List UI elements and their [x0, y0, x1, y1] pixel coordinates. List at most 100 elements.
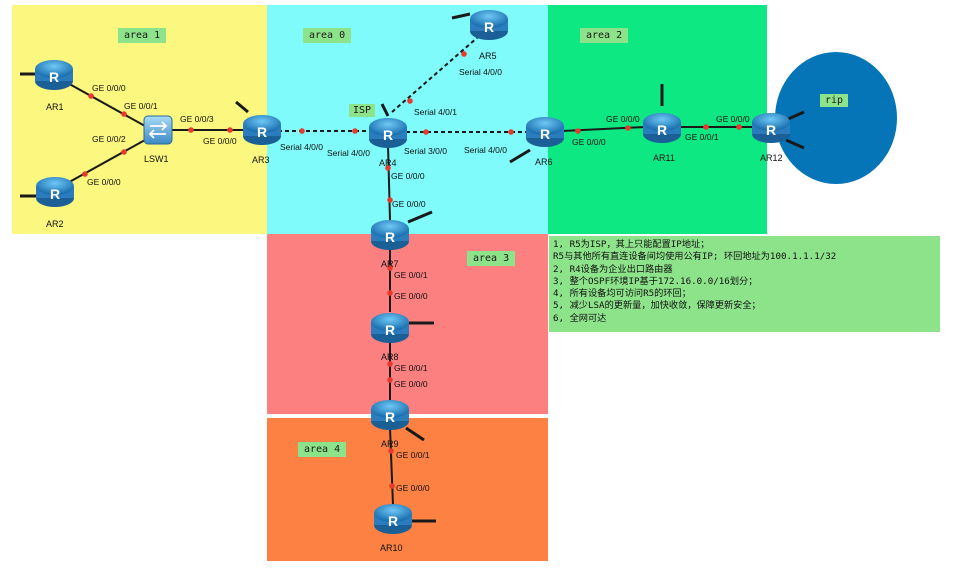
if-label: GE 0/0/0	[716, 114, 750, 124]
router-icon-ar4	[369, 118, 407, 148]
port-dot	[387, 377, 393, 383]
if-label: GE 0/0/1	[394, 363, 428, 373]
stub-ar12b	[785, 138, 805, 150]
area-1-label: area 1	[118, 28, 167, 43]
port-dot	[88, 93, 94, 99]
if-label: GE 0/0/0	[392, 199, 426, 209]
port-dot	[352, 128, 358, 134]
if-label: GE 0/0/0	[394, 291, 428, 301]
port-dot	[407, 98, 413, 104]
stub-ar4	[380, 103, 390, 117]
router-icon-ar5	[470, 10, 508, 40]
if-label: GE 0/0/2	[92, 134, 126, 144]
link-ar6-ar11	[561, 126, 646, 132]
stub-ar12a	[785, 110, 805, 122]
router-icon-ar9	[371, 400, 409, 430]
port-dot	[575, 128, 581, 134]
port-dot	[703, 124, 709, 130]
router-icon-ar10	[374, 504, 412, 534]
if-label: Serial 4/0/0	[327, 148, 370, 158]
note-line: 4, 所有设备均可访问R5的环回；	[553, 288, 691, 300]
if-label: Serial 4/0/0	[280, 142, 323, 152]
link-ar4-ar5	[391, 36, 479, 113]
router-icon-ar12	[752, 113, 790, 143]
device-label-ar12: AR12	[760, 153, 783, 163]
if-label: GE 0/0/1	[394, 270, 428, 280]
router-icon-ar11	[643, 113, 681, 143]
rip-region	[775, 52, 897, 184]
if-label: GE 0/0/1	[396, 450, 430, 460]
device-label-ar6: AR6	[535, 157, 553, 167]
port-dot	[461, 51, 467, 57]
device-label-ar7: AR7	[381, 259, 399, 269]
device-label-ar2: AR2	[46, 219, 64, 229]
port-dot	[121, 111, 127, 117]
area-3-label: area 3	[467, 251, 516, 266]
device-label-ar9: AR9	[381, 439, 399, 449]
port-dot	[387, 197, 393, 203]
port-dot	[423, 129, 429, 135]
device-label-ar3: AR3	[252, 155, 270, 165]
isp-label: ISP	[349, 104, 376, 117]
router-icon-ar2	[36, 177, 74, 207]
area-2-label: area 2	[580, 28, 629, 43]
rip-label: rip	[820, 94, 849, 107]
if-label: Serial 4/0/0	[464, 145, 507, 155]
port-dot	[387, 265, 393, 271]
port-dot	[625, 125, 631, 131]
if-label: GE 0/0/0	[572, 137, 606, 147]
if-label: GE 0/0/0	[396, 483, 430, 493]
if-label: Serial 4/0/0	[459, 67, 502, 77]
if-label: GE 0/0/0	[203, 136, 237, 146]
link-ar4-ar7	[387, 144, 391, 221]
note-line: R5与其他所有直连设备间均使用公有IP; 环回地址为100.1.1.1/32	[553, 251, 837, 263]
router-icon-ar6	[526, 117, 564, 147]
device-label-ar10: AR10	[380, 543, 403, 553]
stub-ar3	[235, 100, 249, 114]
stub-ar9	[405, 426, 425, 442]
port-dot	[188, 127, 194, 133]
router-icon-ar1	[35, 60, 73, 90]
device-label-ar8: AR8	[381, 352, 399, 362]
area-4-label: area 4	[298, 442, 347, 457]
router-icon-ar3	[243, 115, 281, 145]
requirements-note: 1, R5为ISP，其上只能配置IP地址； R5与其他所有直连设备间均使用公有I…	[549, 236, 940, 332]
if-label: Serial 3/0/0	[404, 146, 447, 156]
stub-ar6	[509, 148, 531, 164]
port-dot	[299, 128, 305, 134]
if-label: GE 0/0/1	[685, 132, 719, 142]
router-icon-ar8	[371, 313, 409, 343]
port-dot	[227, 127, 233, 133]
device-label-ar11: AR11	[653, 153, 675, 163]
if-label: Serial 4/0/1	[414, 107, 457, 117]
port-dot	[508, 129, 514, 135]
area-4-region	[267, 418, 548, 561]
device-label-lsw1: LSW1	[144, 154, 169, 164]
area-0-region	[267, 5, 548, 234]
port-dot	[388, 448, 394, 454]
if-label: GE 0/0/0	[391, 171, 425, 181]
router-icon-ar7	[371, 220, 409, 250]
note-line: 2, R4设备为企业出口路由器	[553, 263, 673, 275]
if-label: GE 0/0/0	[606, 114, 640, 124]
port-dot	[389, 483, 395, 489]
note-line: 1, R5为ISP，其上只能配置IP地址；	[553, 239, 710, 250]
port-dot	[82, 171, 88, 177]
if-label: GE 0/0/0	[87, 177, 121, 187]
if-label: GE 0/0/0	[394, 379, 428, 389]
if-label: GE 0/0/3	[180, 114, 214, 124]
port-dot	[387, 290, 393, 296]
port-dot	[385, 165, 391, 171]
device-label-ar5: AR5	[479, 51, 497, 61]
area-0-label: area 0	[303, 28, 352, 43]
link-ar9-ar10	[389, 427, 394, 506]
note-line: 3, 整个OSPF环境IP基于172.16.0.0/16划分；	[553, 275, 758, 287]
if-label: GE 0/0/0	[92, 83, 126, 93]
device-label-ar4: AR4	[379, 158, 397, 168]
if-label: GE 0/0/1	[124, 101, 158, 111]
port-dot	[121, 149, 127, 155]
note-line: 6, 全网可达	[553, 312, 607, 324]
port-dot	[736, 124, 742, 130]
